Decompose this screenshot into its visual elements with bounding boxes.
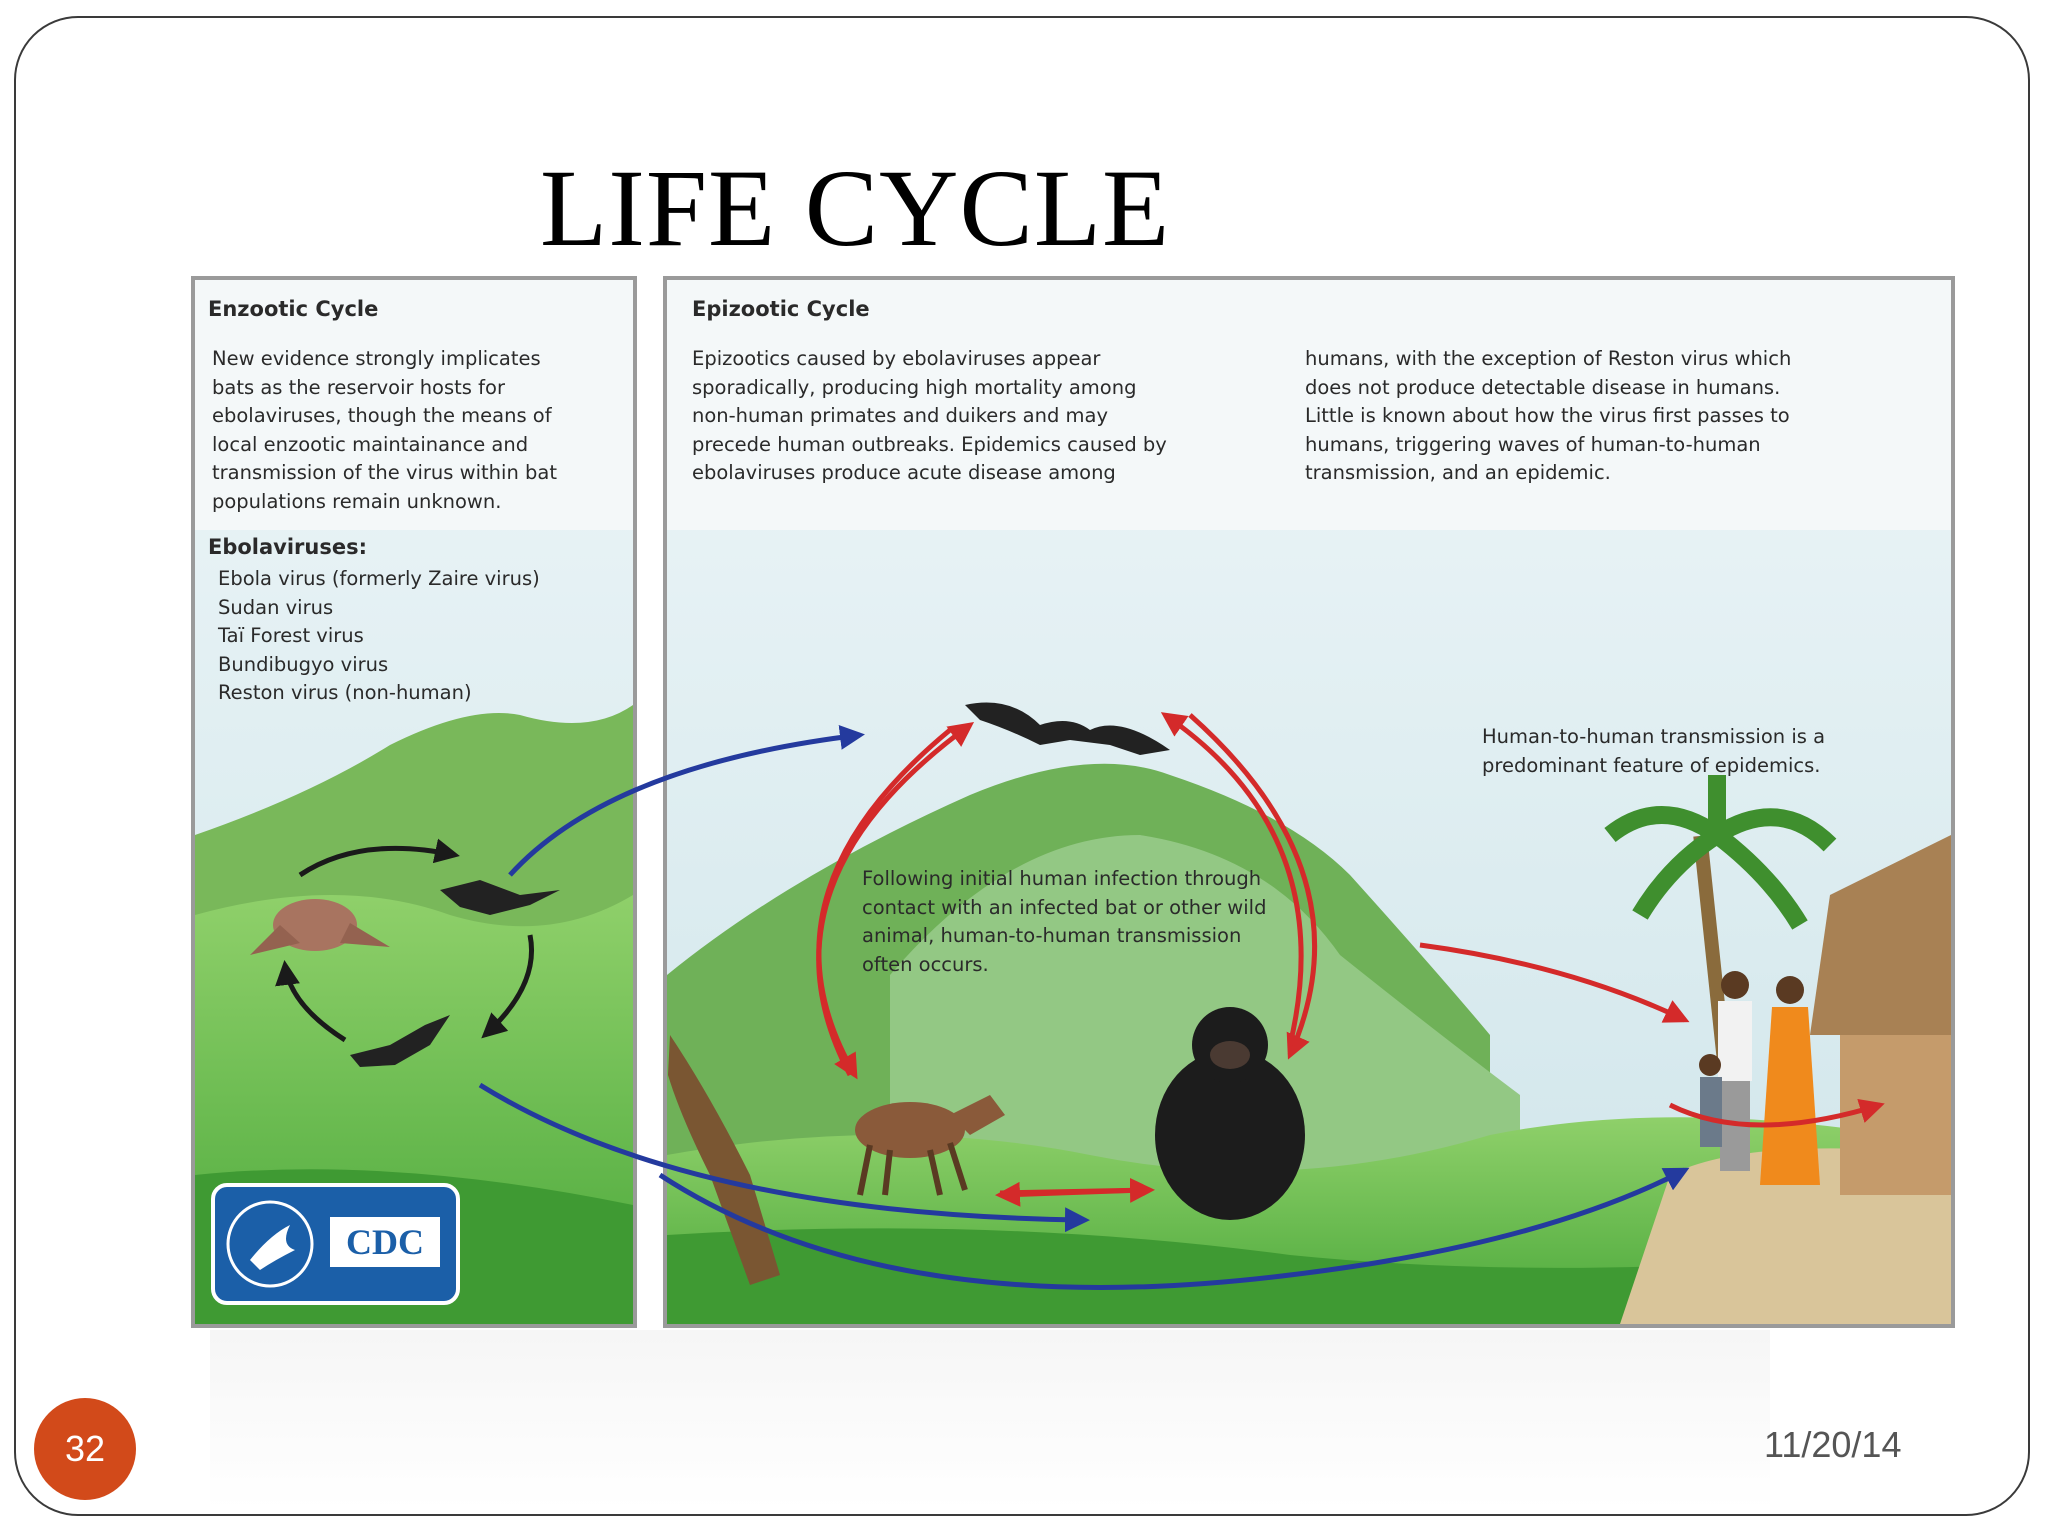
red-arrow-chimp-to-duiker: [995, 1181, 1146, 1207]
slide-number: 32: [34, 1398, 136, 1500]
bat-silhouette: [965, 702, 1170, 755]
list-item: Bundibugyo virus: [218, 652, 389, 676]
cdc-logo: CDC: [211, 1183, 460, 1305]
red-arrow-chimp-to-humans: [1419, 942, 1690, 1023]
red-arrow-bat-to-duiker: [816, 728, 952, 1080]
enzootic-heading: Enzootic Cycle: [208, 297, 379, 321]
red-arrow-human-to-human: [1668, 1098, 1885, 1128]
red-arrow-bat-to-chimp: [1188, 713, 1317, 1060]
human-to-human-note: Human-to-human transmission is a predomi…: [1482, 725, 1826, 777]
enzootic-description: New evidence strongly implicates bats as…: [212, 347, 557, 513]
duiker-antelope: [855, 1095, 1005, 1196]
footer-background: [210, 1330, 1770, 1510]
epizootic-red-arrows: [816, 712, 1885, 1207]
epizootic-heading: Epizootic Cycle: [692, 297, 870, 321]
list-item: Ebola virus (formerly Zaire virus): [218, 567, 540, 590]
enzootic-arrows: [275, 838, 534, 1043]
epizootic-description-left: Epizootics caused by ebolaviruses appear…: [692, 347, 1167, 484]
fruit-bat: [250, 899, 390, 955]
ebolaviruses-heading: Ebolaviruses:: [208, 535, 368, 559]
hut: [1810, 835, 1951, 1195]
bat-silhouette: [350, 1015, 450, 1067]
blue-spillover-arrows: [478, 724, 1690, 1290]
slide-title: LIFE CYCLE: [540, 147, 1171, 269]
list-item: Sudan virus: [218, 595, 334, 619]
slide-date: 11/20/14: [1764, 1424, 1902, 1465]
chimpanzee: [1155, 1007, 1305, 1220]
infection-note: Following initial human infection throug…: [862, 867, 1267, 976]
cdc-logo-text: CDC: [346, 1222, 424, 1262]
list-item: Reston virus (non-human): [218, 681, 472, 704]
hhs-eagle-icon: [250, 1225, 295, 1270]
bat-silhouette: [440, 880, 560, 915]
epizootic-panel: [663, 276, 1955, 1328]
life-cycle-figure: CDC: [190, 275, 1960, 1340]
blue-arrow-bat-to-animals: [478, 1082, 1090, 1233]
epizootic-description-right: humans, with the exception of Reston vir…: [1305, 347, 1792, 484]
blue-arrow-bat-to-epizootic-bat: [508, 724, 865, 877]
life-cycle-diagram: CDC: [191, 276, 1955, 1328]
red-arrow-chimp-to-bat: [1160, 712, 1304, 1046]
blue-arrow-bat-to-humans: [658, 1167, 1690, 1290]
ebolavirus-list: Ebola virus (formerly Zaire virus) Sudan…: [218, 565, 540, 708]
list-item: Taï Forest virus: [218, 624, 364, 647]
